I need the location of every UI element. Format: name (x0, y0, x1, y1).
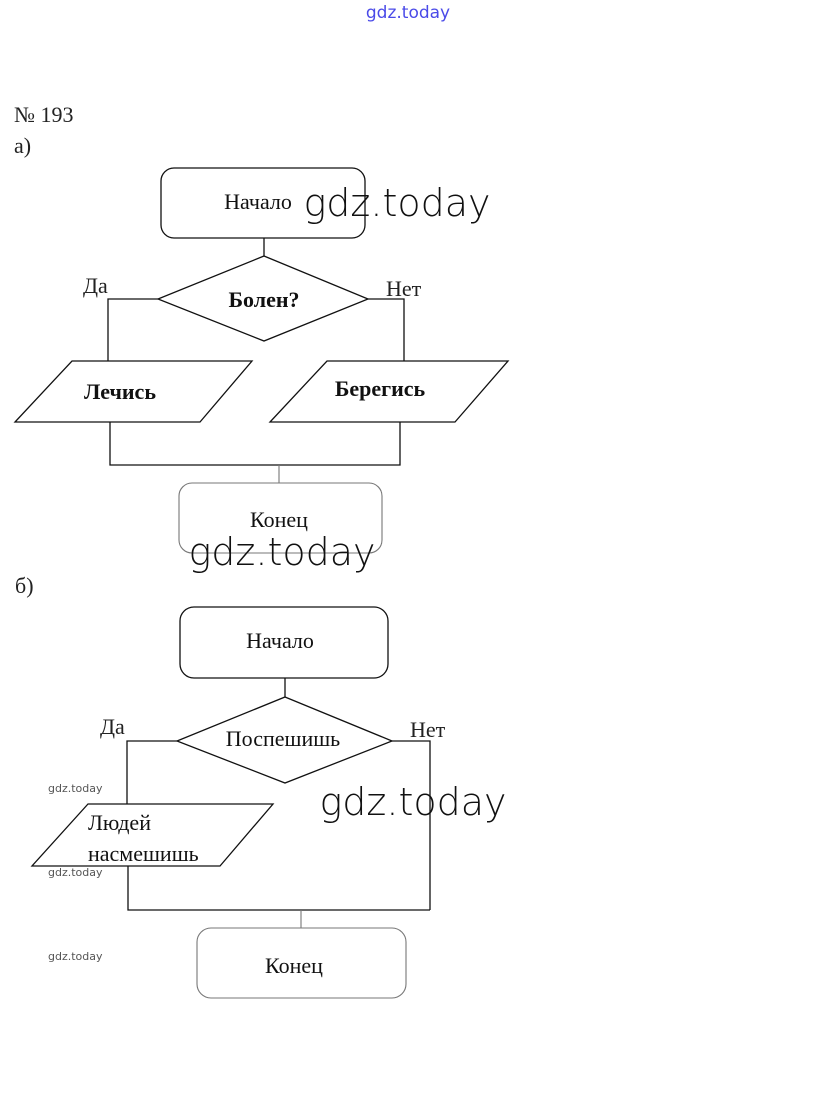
decision-text-b: Поспешишь (226, 726, 340, 751)
decision-diamond-b (175, 696, 394, 784)
no-action-text-a: Берегись (335, 376, 426, 401)
watermark-small: gdz.today (48, 950, 103, 963)
no-label-b: Нет (410, 717, 446, 742)
diagram-b-label: б) (15, 573, 34, 598)
watermark-top: gdz.today (366, 3, 450, 23)
end-terminal-a (178, 482, 383, 554)
end-text-a: Конец (250, 507, 308, 532)
end-terminal-b (196, 927, 407, 999)
yes-action-text-a: Лечись (84, 379, 156, 404)
watermark-large: gdz.today (304, 181, 491, 225)
diagram-b: Начало Поспешишь Да Нет Людей насмешишь … (30, 606, 446, 999)
yes-label-a: Да (83, 273, 108, 298)
no-action-a (268, 360, 510, 423)
no-connector-b (392, 740, 431, 910)
watermark-large: gdz.today (320, 780, 507, 824)
problem-number: № 193 (14, 102, 74, 127)
watermark-small: gdz.today (48, 782, 103, 795)
merge-connector-a (109, 422, 401, 466)
no-label-a: Нет (386, 276, 422, 301)
decision-diamond-a (156, 255, 370, 342)
yes-action-a (13, 360, 254, 423)
yes-label-b: Да (100, 714, 125, 739)
watermark-large: gdz.today (189, 530, 376, 574)
yes-action-text-b-line1: Людей (88, 810, 151, 835)
yes-connector-b (126, 740, 177, 804)
no-connector-a (368, 298, 405, 361)
yes-action-b (30, 803, 275, 867)
start-terminal-a (160, 167, 366, 239)
yes-action-text-b-line2: насмешишь (88, 841, 199, 866)
start-terminal-b (179, 606, 389, 679)
diagram-a: Начало Болен? Да Нет Лечись Берегись Кон… (13, 167, 510, 554)
merge-connector-b (127, 866, 430, 911)
watermark-small: gdz.today (48, 866, 103, 879)
start-text-a: Начало (224, 189, 292, 214)
end-text-b: Конец (265, 953, 323, 978)
yes-connector-a (107, 298, 158, 361)
decision-text-a: Болен? (228, 287, 299, 312)
start-text-b: Начало (246, 628, 314, 653)
diagram-a-label: а) (14, 133, 31, 158)
